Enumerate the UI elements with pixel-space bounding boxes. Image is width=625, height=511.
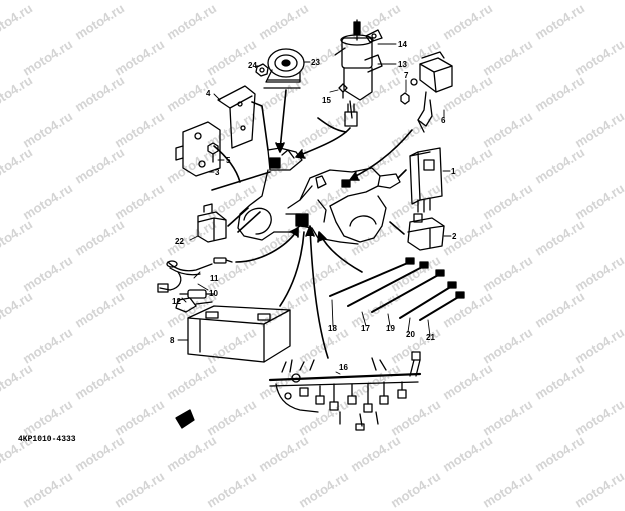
callout-pointers	[178, 44, 451, 374]
harness-clip[interactable]	[176, 410, 194, 428]
callout-23: 23	[311, 58, 320, 67]
watermark-text: moto4.ru	[572, 468, 625, 511]
ignition-coil[interactable]	[411, 52, 452, 132]
watermark-text: moto4.ru	[388, 468, 444, 511]
callout-16: 16	[339, 363, 348, 372]
callout-2: 2	[452, 232, 457, 241]
bracket-bent[interactable]	[218, 86, 255, 148]
callout-20: 20	[406, 330, 415, 339]
callout-24: 24	[248, 61, 257, 70]
drawing-code: 4KP1010-4333	[18, 435, 76, 444]
callout-18: 18	[328, 324, 337, 333]
switch-key[interactable]	[366, 30, 382, 42]
callout-7: 7	[404, 71, 409, 80]
callout-11: 11	[210, 274, 219, 283]
fuse-holder[interactable]	[180, 290, 214, 298]
callout-10: 10	[209, 289, 218, 298]
wire-harness[interactable]	[270, 352, 420, 430]
watermark-text: moto4.ru	[204, 468, 260, 511]
band-18[interactable]	[330, 258, 414, 296]
watermark-text: moto4.ru	[112, 468, 168, 511]
horn-nut[interactable]	[256, 64, 268, 76]
callout-15: 15	[322, 96, 331, 105]
watermark-text: moto4.ru	[480, 468, 536, 511]
band-19[interactable]	[372, 270, 444, 312]
callout-4: 4	[206, 89, 211, 98]
callout-21: 21	[426, 333, 435, 342]
horn[interactable]	[266, 49, 304, 82]
callout-12: 12	[172, 297, 181, 306]
relay-unit[interactable]	[410, 148, 442, 212]
switch-screw[interactable]	[339, 84, 347, 98]
callout-14: 14	[398, 40, 407, 49]
callout-6: 6	[441, 116, 446, 125]
callout-5: 5	[226, 156, 231, 165]
band-21[interactable]	[420, 292, 464, 320]
bracket-bolt[interactable]	[208, 143, 218, 162]
callout-19: 19	[386, 324, 395, 333]
callout-1: 1	[451, 167, 456, 176]
leader-lines	[212, 90, 412, 358]
bracket-plate[interactable]	[176, 122, 220, 176]
watermark-text: moto4.ru	[296, 468, 352, 511]
band-17[interactable]	[348, 262, 428, 306]
fuse[interactable]	[214, 258, 232, 263]
battery[interactable]	[188, 306, 290, 362]
watermark-text: moto4.ru	[20, 468, 76, 511]
callout-8: 8	[170, 336, 175, 345]
callout-3: 3	[215, 168, 220, 177]
flasher-relay[interactable]	[198, 204, 226, 242]
coil-bolt[interactable]	[401, 93, 409, 104]
battery-lead[interactable]	[176, 298, 212, 312]
callout-17: 17	[361, 324, 370, 333]
main-switch[interactable]	[335, 20, 382, 126]
band-20[interactable]	[400, 282, 456, 318]
callout-22: 22	[175, 237, 184, 246]
callout-13: 13	[398, 60, 407, 69]
scooter-frame	[238, 148, 400, 244]
relay-small[interactable]	[408, 214, 444, 250]
battery-lead-harness[interactable]	[158, 261, 212, 292]
